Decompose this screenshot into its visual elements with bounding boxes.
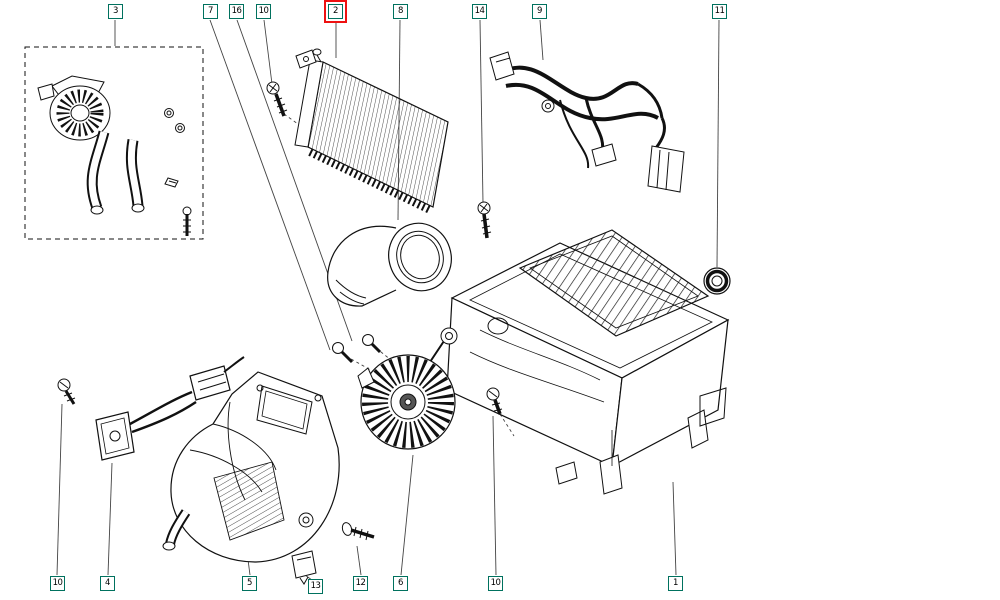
wiring-harness <box>489 51 685 193</box>
callout-16[interactable]: 16 <box>229 4 244 19</box>
selected-callout-highlight: 2 <box>324 0 347 23</box>
screw-housing-icon <box>341 522 375 541</box>
callout-label: 6 <box>398 578 403 589</box>
callout-4[interactable]: 4 <box>100 576 115 591</box>
callout-9[interactable]: 9 <box>532 4 547 19</box>
screw-evaporator-icon <box>266 81 288 117</box>
callout-label: 13 <box>310 581 321 592</box>
callout-10-top[interactable]: 10 <box>256 4 271 19</box>
air-duct-elbow <box>327 222 452 307</box>
grommet-icon <box>703 267 731 295</box>
callout-label: 11 <box>714 6 725 17</box>
callout-3[interactable]: 3 <box>108 4 123 19</box>
callout-10-bottom-right[interactable]: 10 <box>488 576 503 591</box>
callout-6[interactable]: 6 <box>393 576 408 591</box>
callout-label: 8 <box>398 6 403 17</box>
callout-label: 10 <box>490 578 501 589</box>
screw-heater-box-icon <box>477 201 492 239</box>
ribbed-flange-icon <box>56 89 104 137</box>
callout-1[interactable]: 1 <box>668 576 683 591</box>
blower-housing <box>162 371 340 563</box>
screw-case-icon <box>486 387 503 415</box>
callout-10-bottom-left[interactable]: 10 <box>50 576 65 591</box>
callout-label: 12 <box>355 578 366 589</box>
callout-11[interactable]: 11 <box>712 4 727 19</box>
blower-motor <box>332 327 458 450</box>
callout-label: 2 <box>333 6 338 17</box>
callout-label: 16 <box>231 6 242 17</box>
callout-label: 14 <box>474 6 485 17</box>
callout-label: 1 <box>673 578 678 589</box>
fan-blades-icon <box>362 356 454 448</box>
resistor-assembly <box>57 356 245 461</box>
evaporator-core <box>294 48 449 214</box>
callout-2-selected[interactable]: 2 <box>328 4 343 19</box>
callout-label: 5 <box>247 578 252 589</box>
callout-12[interactable]: 12 <box>353 576 368 591</box>
callout-label: 4 <box>105 578 110 589</box>
callout-label: 10 <box>258 6 269 17</box>
heater-box-grille <box>518 229 710 337</box>
callout-5[interactable]: 5 <box>242 576 257 591</box>
callout-label: 7 <box>208 6 213 17</box>
callout-label: 3 <box>113 6 118 17</box>
callout-label: 10 <box>52 578 63 589</box>
callout-label: 9 <box>537 6 542 17</box>
callout-13[interactable]: 13 <box>308 579 323 594</box>
callout-14[interactable]: 14 <box>472 4 487 19</box>
clip-icon <box>291 550 317 585</box>
heater-hose-assembly <box>24 46 204 240</box>
callout-7[interactable]: 7 <box>203 4 218 19</box>
callout-8[interactable]: 8 <box>393 4 408 19</box>
